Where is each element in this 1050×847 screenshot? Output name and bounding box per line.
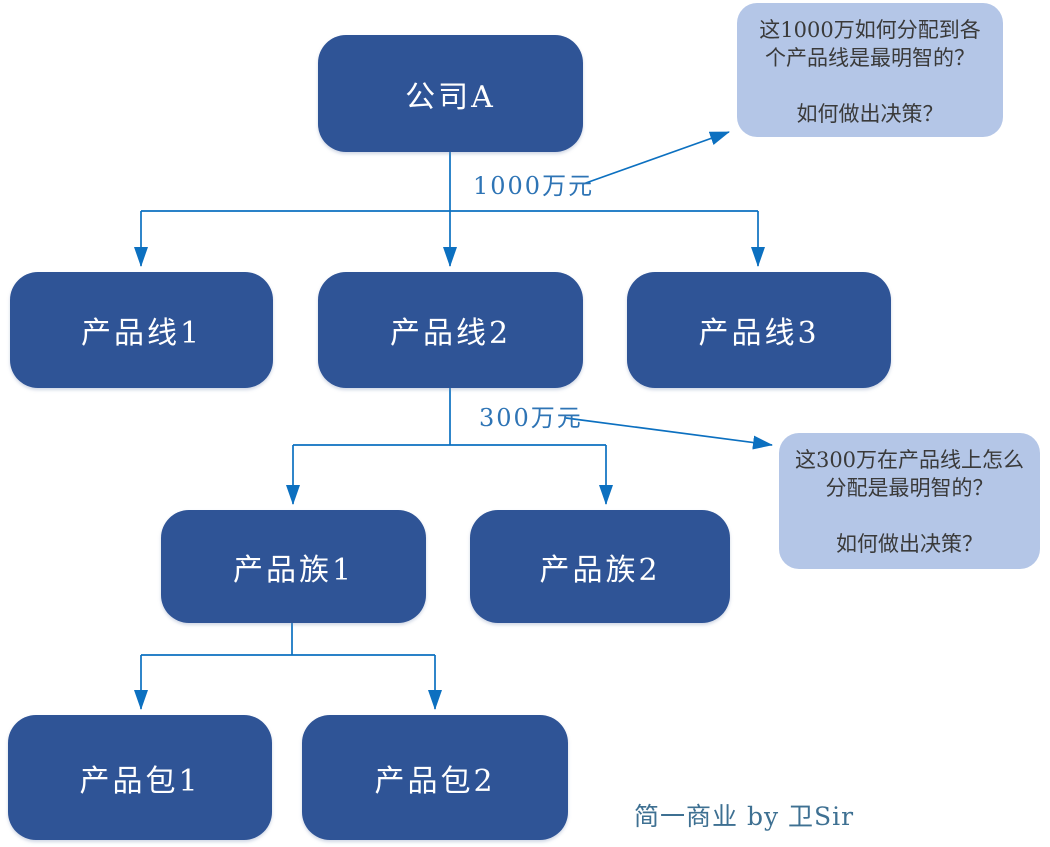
node-product-family-2: 产品族2 (470, 510, 730, 623)
signature-watermark: 简一商业 by 卫Sir (634, 802, 855, 831)
node-product-package-1: 产品包1 (8, 715, 272, 840)
edge-label-1000wan: 1000万元 (473, 172, 595, 200)
node-product-package-2: 产品包2 (302, 715, 568, 840)
node-company-a: 公司A (318, 35, 583, 152)
callout-1000wan-question: 这1000万如何分配到各 个产品线是最明智的？ 如何做出决策？ (737, 3, 1003, 137)
node-product-line-1: 产品线1 (10, 272, 273, 388)
edge-label-300wan: 300万元 (479, 404, 583, 432)
node-product-line-3: 产品线3 (627, 272, 891, 388)
node-product-family-1: 产品族1 (161, 510, 426, 623)
callout-300wan-question: 这300万在产品线上怎么 分配是最明智的？ 如何做出决策？ (779, 433, 1040, 569)
node-product-line-2: 产品线2 (318, 272, 583, 388)
